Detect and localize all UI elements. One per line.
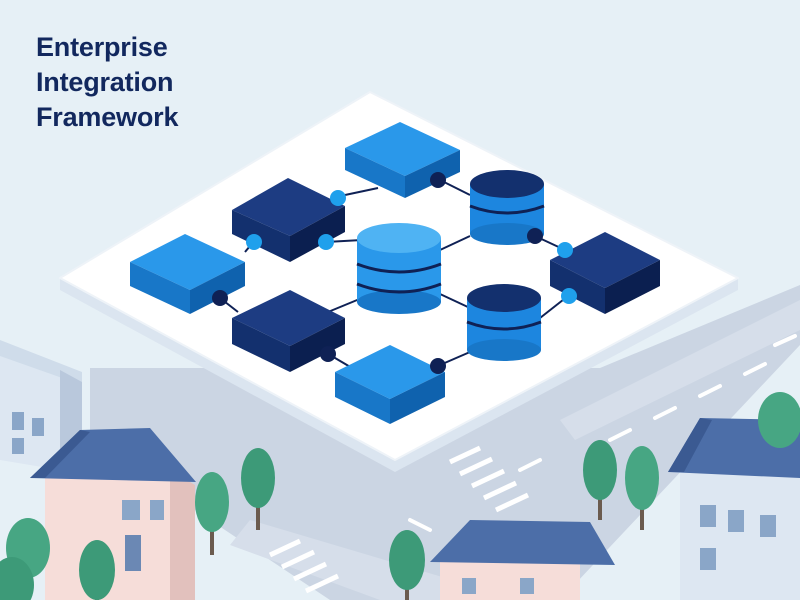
road-markings: [408, 334, 797, 532]
tree: [583, 440, 617, 520]
connector-dot-icon: [246, 234, 262, 250]
tree: [79, 540, 115, 600]
connector-dot-icon: [318, 234, 334, 250]
house-right: [668, 418, 800, 600]
connector-dot-icon: [330, 190, 346, 206]
node-cube-left: [130, 234, 245, 314]
title-line-3: Framework: [36, 102, 179, 132]
tree: [758, 392, 800, 448]
node-cube-bottom: [335, 345, 445, 424]
tree: [241, 448, 275, 530]
node-cube-dark-lower-left: [232, 290, 345, 372]
title-line-2: Integration: [36, 67, 174, 97]
title-line-1: Enterprise: [36, 32, 168, 62]
connector-dot-icon: [212, 290, 228, 306]
node-cube-dark-upper-left: [232, 178, 345, 262]
connector-dot-icon: [527, 228, 543, 244]
crosswalk: [268, 445, 530, 594]
connector-dots: [212, 172, 577, 374]
tree: [389, 530, 425, 600]
connector-dot-icon: [561, 288, 577, 304]
tree: [625, 446, 659, 530]
house-center: [430, 520, 615, 600]
page-title: Enterprise Integration Framework: [36, 30, 178, 135]
tree: [0, 518, 50, 600]
connector-dot-icon: [430, 358, 446, 374]
house-pink: [30, 428, 196, 600]
connector-dot-icon: [430, 172, 446, 188]
database-lower-right: [466, 284, 542, 361]
road: [560, 300, 800, 440]
connector-dot-icon: [557, 242, 573, 258]
connector-dot-icon: [320, 346, 336, 362]
node-cube-top: [345, 122, 460, 198]
tree: [195, 472, 229, 555]
tree-group: [0, 392, 800, 600]
database-top-right: [469, 170, 545, 245]
database-center: [356, 223, 442, 314]
node-cube-dark-right: [550, 232, 660, 314]
